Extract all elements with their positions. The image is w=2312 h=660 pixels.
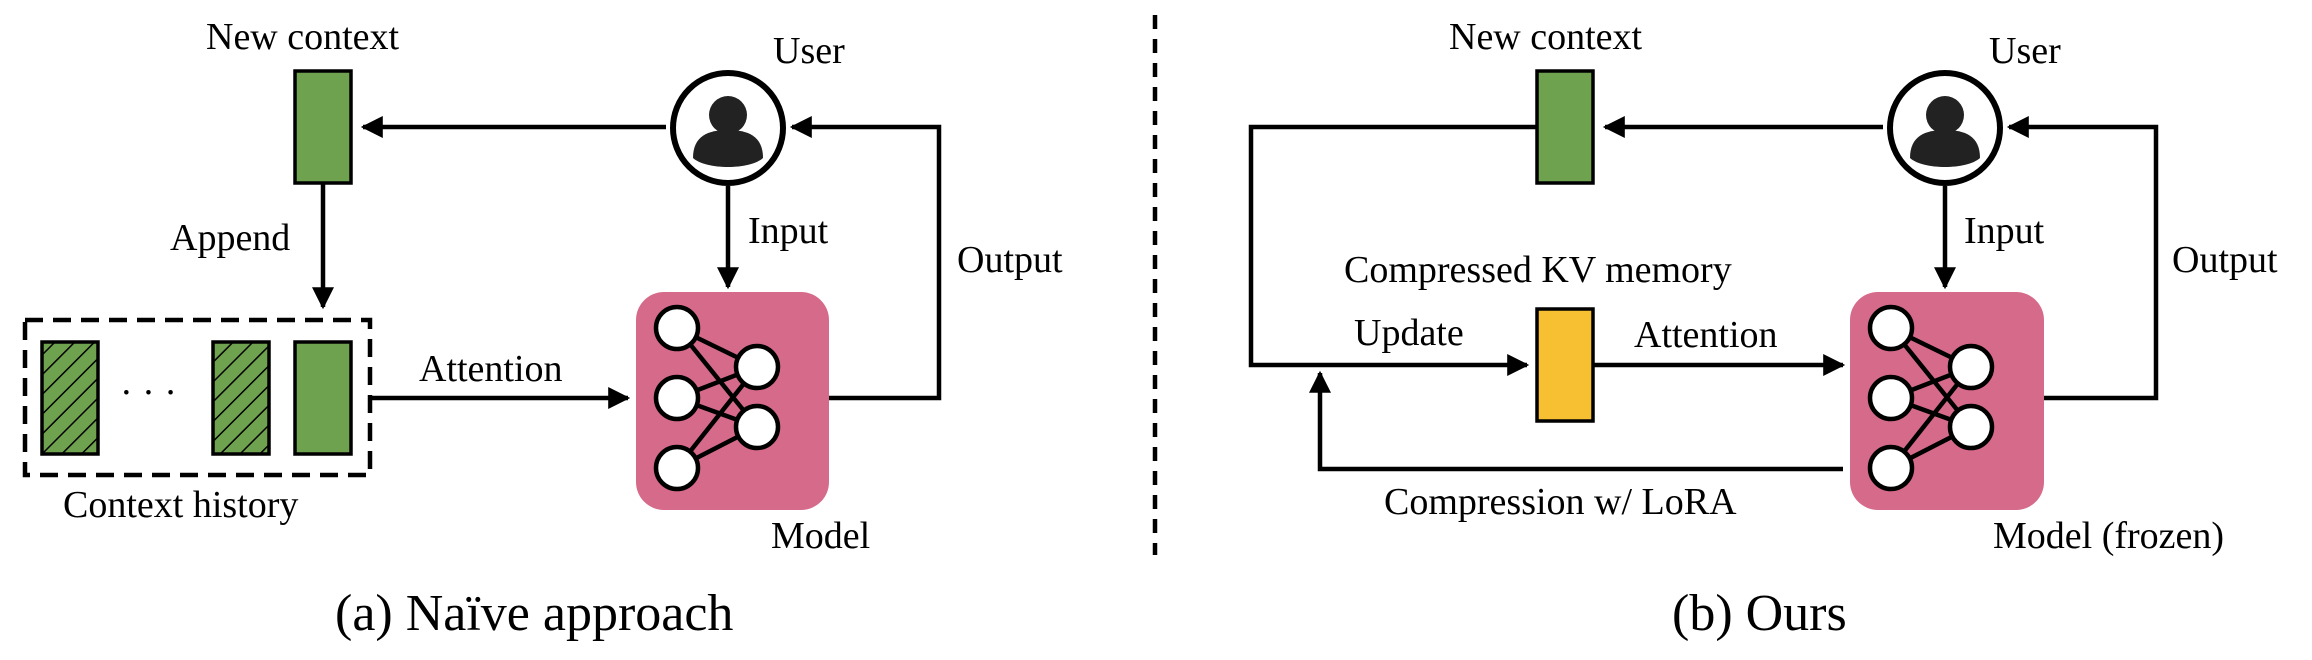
model-label: Model (frozen): [1993, 515, 2224, 557]
output-arrow: [789, 116, 942, 401]
caption-ours: (b) Ours: [1672, 585, 1847, 642]
input-label: Input: [1964, 210, 2045, 252]
new-context-to-update-line: [1248, 124, 1537, 376]
output-label: Output: [2172, 239, 2278, 281]
new-context-label: New context: [1449, 16, 1643, 58]
caption-naive-approach: (a) Naïve approach: [335, 585, 733, 642]
context-history-label: Context history: [63, 484, 298, 526]
attention-label: Attention: [1634, 314, 1778, 356]
append-label: Append: [170, 217, 290, 259]
user-icon: [1890, 73, 2000, 183]
compression-arrow: [1309, 370, 1843, 472]
compressed-kv-memory-block: [1535, 307, 1595, 423]
ellipsis: · · ·: [120, 372, 177, 414]
panel-naive-approach: New context User Append · · · Context hi…: [22, 16, 1063, 642]
model-label: Model: [771, 515, 870, 557]
user-label: User: [1989, 30, 2061, 72]
attention-label: Attention: [419, 348, 563, 390]
panel-ours: New context User Update Compressed KV me…: [1248, 16, 2278, 642]
output-label: Output: [957, 239, 1063, 281]
compressed-kv-memory-label: Compressed KV memory: [1344, 249, 1732, 291]
new-context-label: New context: [206, 16, 400, 58]
new-context-block: [1535, 69, 1595, 185]
new-context-block: [293, 69, 353, 185]
compression-label: Compression w/ LoRA: [1384, 481, 1737, 523]
history-block-current: [293, 340, 353, 456]
input-label: Input: [748, 210, 829, 252]
output-arrow: [2006, 116, 2159, 401]
user-label: User: [773, 30, 845, 72]
history-block-hatched-1: [40, 340, 100, 456]
history-block-hatched-2: [211, 340, 271, 456]
update-label: Update: [1354, 312, 1464, 354]
user-icon: [673, 73, 783, 183]
